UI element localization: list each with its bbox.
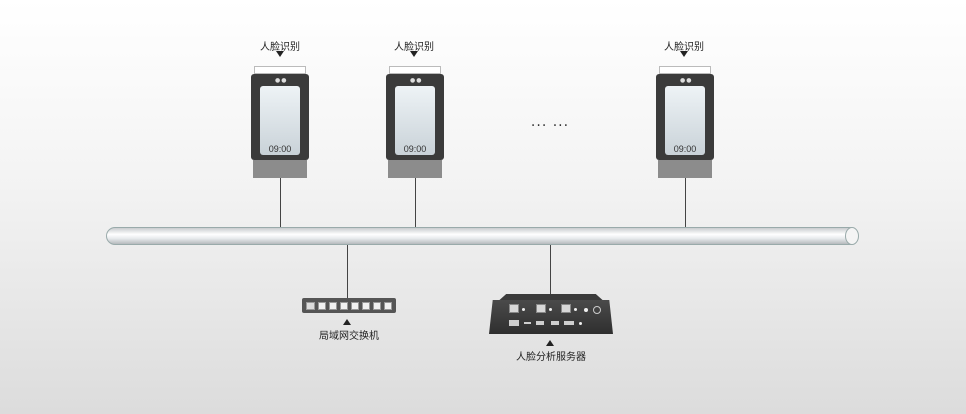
server-port bbox=[524, 322, 531, 324]
switch-label: 局域网交换机 bbox=[319, 331, 379, 342]
terminal-time: 09:00 bbox=[268, 144, 292, 154]
terminal-screen: 09:00 bbox=[395, 86, 435, 155]
camera-icon: ●● bbox=[275, 77, 288, 84]
server-bay bbox=[536, 304, 546, 313]
connector-line bbox=[550, 245, 551, 295]
network-bus-end bbox=[845, 227, 859, 245]
connector-line bbox=[347, 245, 348, 298]
camera-icon: ●● bbox=[680, 77, 693, 84]
switch-port bbox=[362, 301, 370, 310]
terminal-body: ●● 09:00 bbox=[251, 74, 309, 160]
switch-port bbox=[329, 301, 337, 310]
switch-port bbox=[306, 301, 315, 310]
terminal-top-strip bbox=[659, 66, 711, 74]
terminal-body: ●● 09:00 bbox=[386, 74, 444, 160]
face-recognition-terminal-2: ●● 09:00 bbox=[386, 66, 444, 178]
down-arrow-icon bbox=[410, 51, 418, 57]
face-recognition-terminal-1: ●● 09:00 bbox=[251, 66, 309, 178]
server-port bbox=[551, 321, 559, 325]
face-analysis-server bbox=[489, 294, 613, 334]
server-port bbox=[536, 321, 544, 325]
connector-line bbox=[280, 178, 281, 228]
down-arrow-icon bbox=[276, 51, 284, 57]
connector-line bbox=[685, 178, 686, 228]
down-arrow-icon bbox=[680, 51, 688, 57]
power-icon bbox=[593, 306, 601, 314]
lan-switch bbox=[302, 298, 396, 313]
terminal-screen: 09:00 bbox=[260, 86, 300, 155]
server-port bbox=[509, 320, 519, 326]
face-recognition-terminal-3: ●● 09:00 bbox=[656, 66, 714, 178]
terminal-label-3: 人脸识别 bbox=[664, 42, 704, 53]
server-led bbox=[584, 308, 588, 312]
server-front bbox=[489, 300, 613, 334]
server-bay bbox=[561, 304, 571, 313]
switch-port bbox=[340, 301, 348, 310]
server-bay bbox=[509, 304, 519, 313]
terminal-screen: 09:00 bbox=[665, 86, 705, 155]
terminal-label-1: 人脸识别 bbox=[260, 42, 300, 53]
terminal-label-2: 人脸识别 bbox=[394, 42, 434, 53]
terminal-base bbox=[658, 160, 712, 178]
switch-port bbox=[384, 301, 392, 310]
server-port bbox=[564, 321, 574, 325]
server-led bbox=[579, 322, 582, 325]
terminal-top-strip bbox=[254, 66, 306, 74]
switch-port bbox=[351, 301, 359, 310]
terminal-time: 09:00 bbox=[403, 144, 427, 154]
terminal-top-strip bbox=[389, 66, 441, 74]
terminal-body: ●● 09:00 bbox=[656, 74, 714, 160]
server-led bbox=[522, 308, 525, 311]
server-led bbox=[574, 308, 577, 311]
switch-port bbox=[373, 301, 381, 310]
ellipsis: ··· ··· bbox=[530, 118, 570, 134]
terminal-base bbox=[388, 160, 442, 178]
server-label: 人脸分析服务器 bbox=[516, 352, 586, 363]
terminal-time: 09:00 bbox=[673, 144, 697, 154]
connector-line bbox=[415, 178, 416, 228]
switch-port bbox=[318, 301, 326, 310]
up-arrow-icon bbox=[343, 319, 351, 325]
server-lid bbox=[499, 294, 603, 300]
server-led bbox=[549, 308, 552, 311]
network-bus bbox=[106, 227, 858, 245]
terminal-base bbox=[253, 160, 307, 178]
up-arrow-icon bbox=[546, 340, 554, 346]
camera-icon: ●● bbox=[410, 77, 423, 84]
